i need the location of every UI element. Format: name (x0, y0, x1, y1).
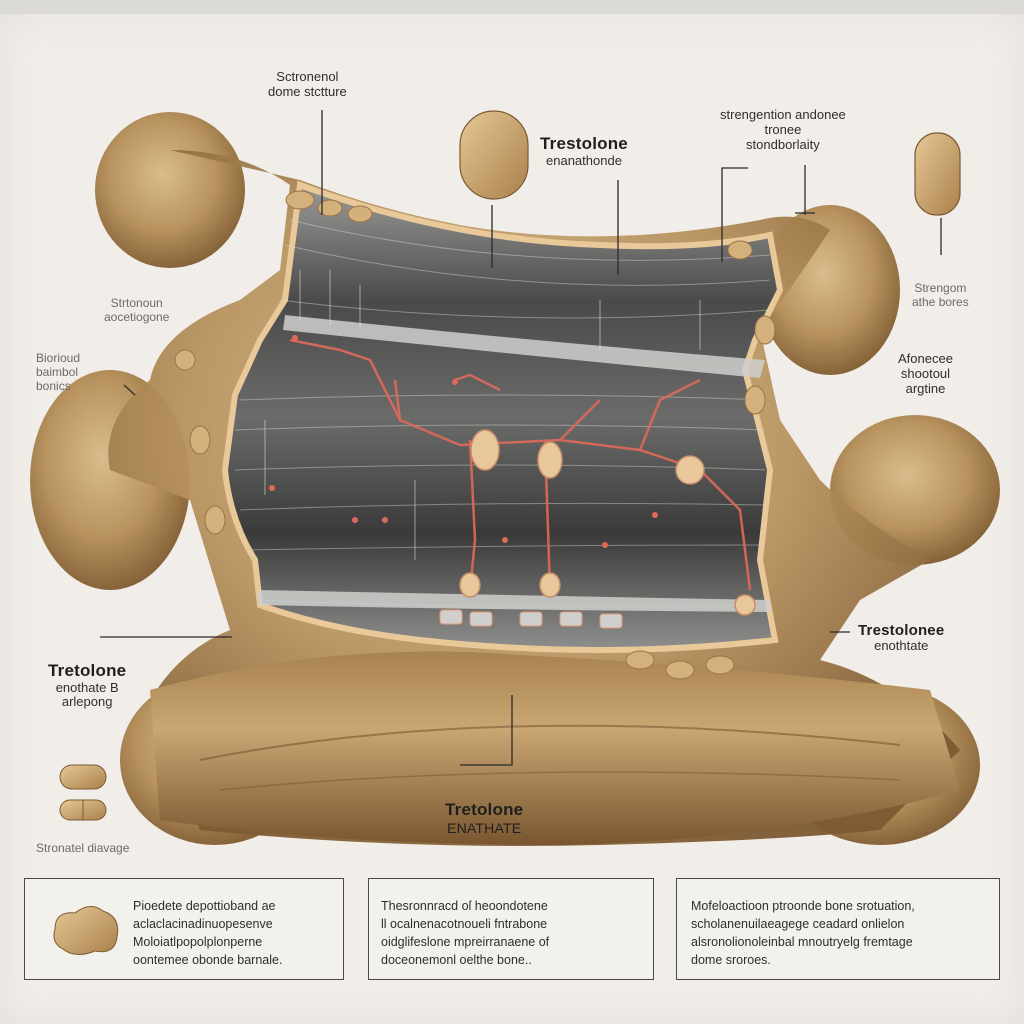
info-box-3: Mofeloactioon ptroonde bone srotuation, … (676, 878, 1000, 980)
tissue-cross-section (174, 180, 784, 680)
leader-lines (100, 110, 850, 766)
split-pill-icon (59, 764, 107, 821)
bone-fragment-icon (53, 906, 119, 955)
pill-icon (914, 132, 961, 216)
label-right-mid-small: Strengom athe bores (912, 281, 969, 309)
info-box-2: Thesronnracd oſ heoondotene ll ocalnenac… (368, 878, 654, 980)
label-top-center: Sctronenol dome stctture (268, 69, 347, 99)
info-box-1-text: Pioedete depottioband ae aclaclacinadinu… (133, 899, 283, 968)
label-top-right: strengention andonee tronee stondborlait… (720, 107, 846, 152)
capsule-icon (459, 110, 529, 200)
label-left-bottom-caption: Stronatel diavage (36, 841, 130, 855)
info-box-3-text: Mofeloactioon ptroonde bone srotuation, … (691, 899, 915, 968)
label-right-mid: Afonecee shootoul argtine (898, 351, 953, 396)
label-left-lower-suffix: B (109, 679, 119, 695)
label-left-mid: Strtonoun aocetiogone (104, 296, 170, 324)
label-bottom-center: Tretolone ENATHATE (445, 800, 524, 836)
label-left-lower: Tretolone enothate B arlepong (48, 661, 127, 710)
label-title-center: Trestolone enanathonde (540, 134, 628, 168)
info-box-2-text: Thesronnracd oſ heoondotene ll ocalnenac… (381, 899, 550, 968)
info-box-1: Pioedete depottioband ae aclaclacinadinu… (24, 878, 344, 980)
label-right-lower: Trestolonee enothtate (858, 622, 945, 654)
label-left-upper: Biorioud baimbol bonics (36, 351, 81, 393)
